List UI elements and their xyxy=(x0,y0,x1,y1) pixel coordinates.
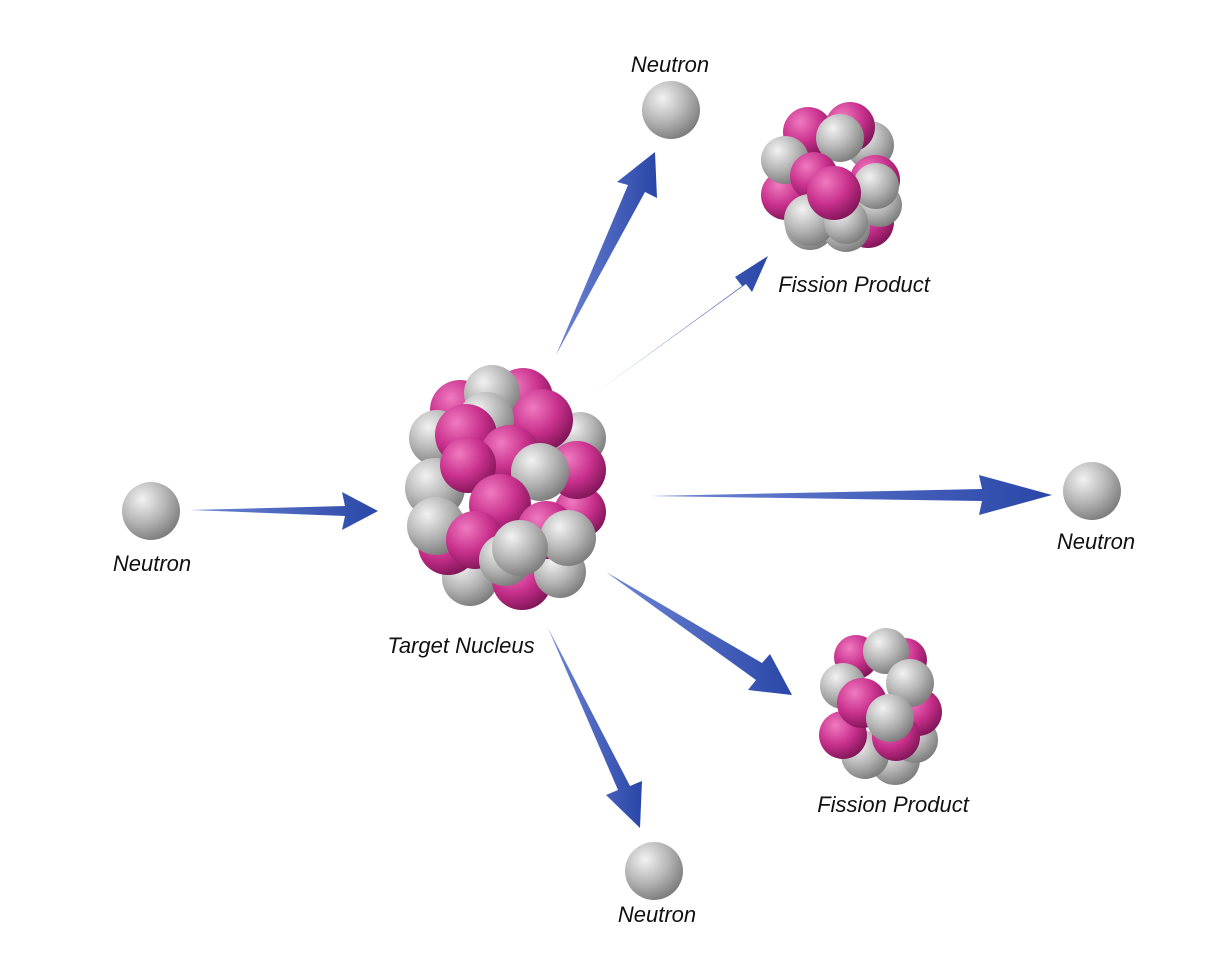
fission-product-bottom xyxy=(819,628,942,785)
target-nucleus xyxy=(405,365,606,610)
neutron-right xyxy=(1063,462,1121,520)
label-neutron-bottom: Neutron xyxy=(618,902,696,927)
label-neutron-top: Neutron xyxy=(631,52,709,77)
labels: Neutron Target Nucleus Neutron Fission P… xyxy=(113,52,1135,927)
fission-product-top xyxy=(761,102,902,252)
label-neutron-right: Neutron xyxy=(1057,529,1135,554)
arrow-to-fission-product-bottom xyxy=(606,572,792,695)
arrow-incoming xyxy=(190,492,378,530)
label-fission-product-top: Fission Product xyxy=(778,272,931,297)
label-incoming-neutron: Neutron xyxy=(113,551,191,576)
label-target-nucleus: Target Nucleus xyxy=(387,633,534,658)
neutron-bottom xyxy=(625,842,683,900)
arrows xyxy=(190,152,1052,828)
arrow-to-neutron-right xyxy=(650,475,1052,515)
arrow-to-fission-product-top xyxy=(594,256,768,394)
arrow-to-neutron-top xyxy=(556,152,657,355)
label-fission-product-bottom: Fission Product xyxy=(817,792,970,817)
incoming-neutron xyxy=(122,482,180,540)
arrow-to-neutron-bottom xyxy=(548,628,642,828)
neutron-top xyxy=(642,81,700,139)
